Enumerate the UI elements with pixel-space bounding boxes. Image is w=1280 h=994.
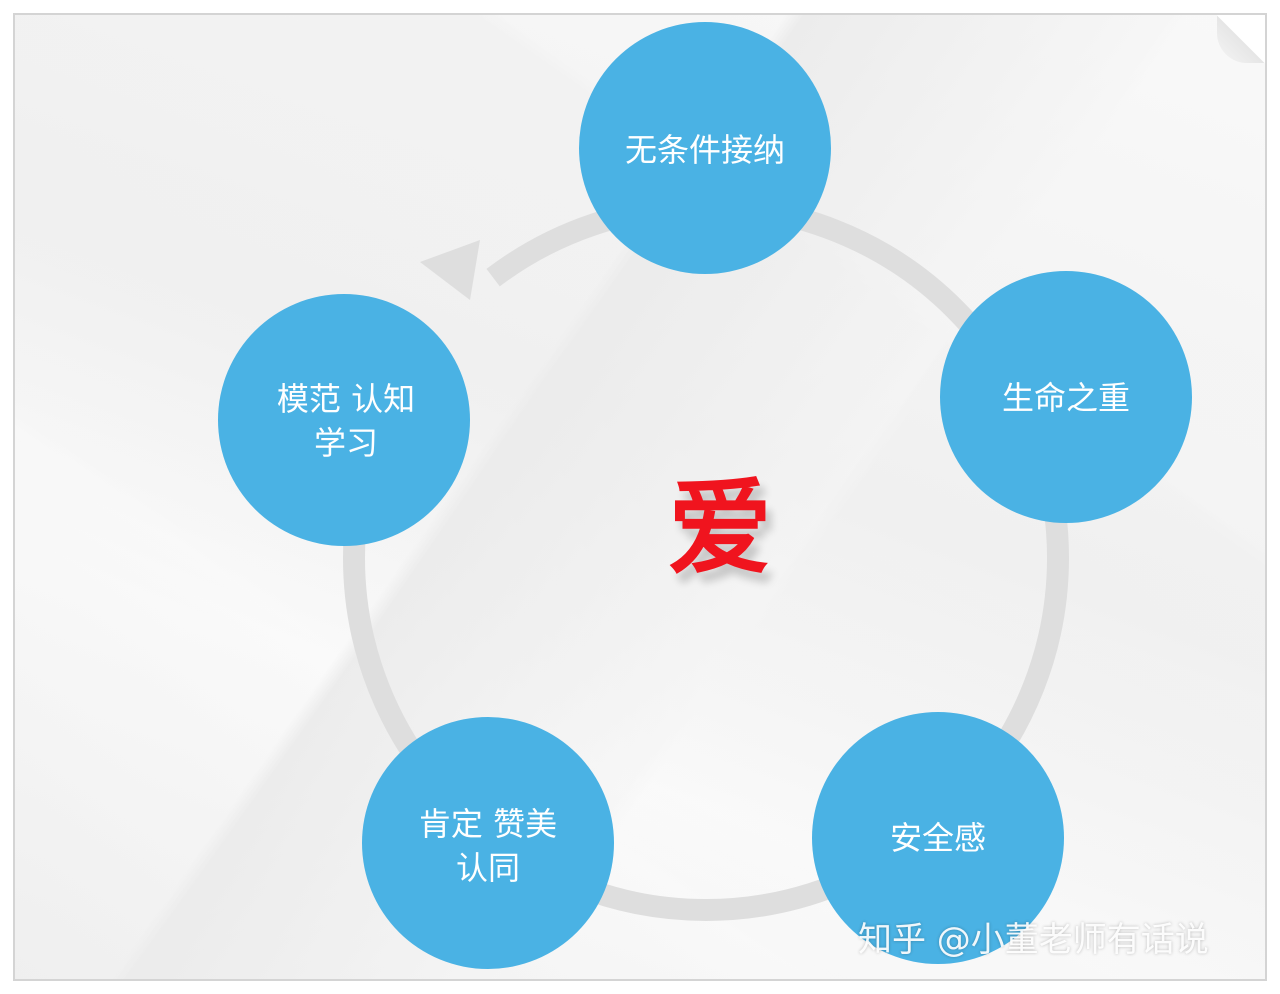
- node-label-bottom-left: 肯定 赞美 认同: [418, 805, 558, 887]
- node-label-top: 无条件接纳: [624, 131, 785, 169]
- watermark: 知乎 @小董老师有话说: [858, 920, 1209, 960]
- node-circle-right: [940, 271, 1192, 523]
- node-label-bottom-right: 安全感: [889, 819, 986, 857]
- node-circle-top: [579, 22, 831, 274]
- node-label-right: 生命之重: [1001, 379, 1130, 417]
- node-label-left: 模范 认知 学习: [276, 380, 416, 462]
- node-circle-left: [218, 294, 470, 546]
- center-love-character: 爱: [667, 466, 773, 589]
- cycle-arrowhead: [420, 240, 480, 300]
- node-circle-bottom-left: [362, 717, 614, 969]
- node-circle-bottom-right: [812, 712, 1064, 964]
